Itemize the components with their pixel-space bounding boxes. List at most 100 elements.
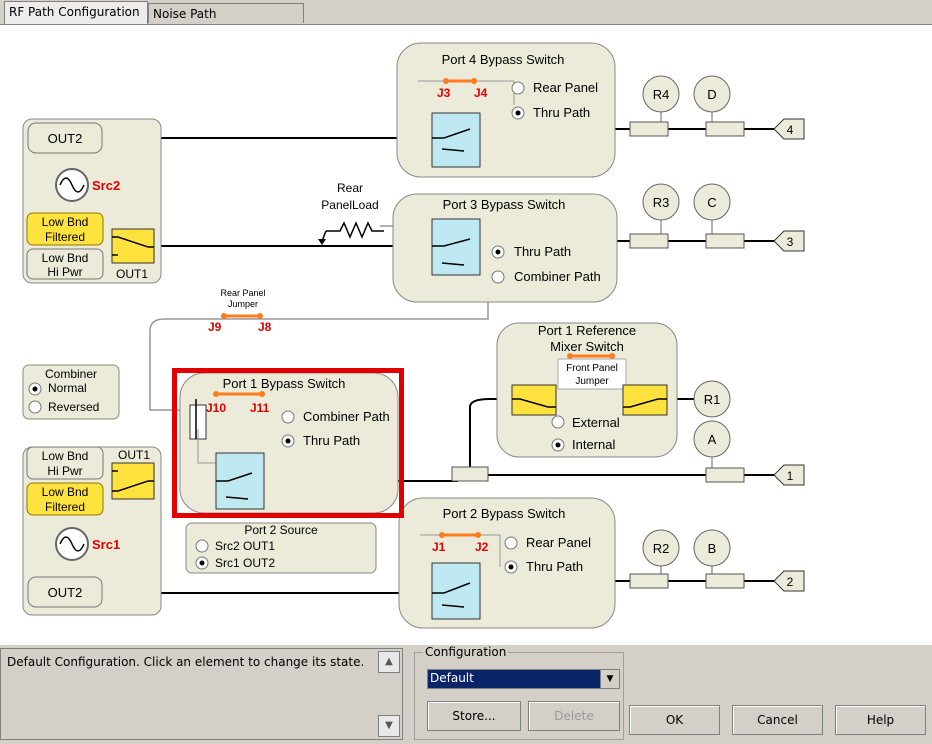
- port1-opt-thru-path: Thru Path: [303, 433, 360, 448]
- combiner-reversed-label: Reversed: [48, 400, 99, 414]
- port-4-connector[interactable]: 4: [773, 118, 805, 140]
- port3-bypass-switch[interactable]: Port 3 Bypass Switch Thru Path Combiner …: [392, 193, 618, 303]
- scroll-up-button[interactable]: ▲: [378, 651, 400, 673]
- store-button[interactable]: Store...: [427, 701, 521, 731]
- receivers: R4 D R3 C R1 A R2 B: [642, 75, 731, 574]
- delete-button[interactable]: Delete: [528, 701, 620, 731]
- port4-title: Port 4 Bypass Switch: [442, 52, 565, 67]
- port1-j10: J10: [206, 401, 226, 415]
- receiver-c-label: C: [707, 195, 716, 210]
- tab-bar: RF Path Configuration Noise Path Configu…: [0, 0, 932, 41]
- src2-out1-label: OUT1: [116, 267, 148, 281]
- port1-opt-combiner-path: Combiner Path: [303, 409, 390, 424]
- port-1-label: 1: [787, 469, 794, 483]
- receiver-a[interactable]: A: [693, 420, 731, 458]
- src2-out2-port[interactable]: [27, 122, 103, 154]
- ok-button[interactable]: OK: [629, 705, 720, 735]
- chevron-down-icon[interactable]: ▼: [600, 670, 619, 688]
- configuration-selected-value: Default: [430, 671, 474, 685]
- port1ref-title-line2: Mixer Switch: [550, 339, 624, 354]
- src2-out2-label: OUT2: [48, 131, 83, 146]
- scroll-down-button[interactable]: ▼: [378, 715, 400, 737]
- receiver-r2-label: R2: [653, 541, 670, 556]
- port2-source-src2-out1-radio[interactable]: [195, 539, 209, 553]
- receiver-r2[interactable]: R2: [642, 529, 680, 567]
- port4-j3: J3: [437, 86, 451, 100]
- receiver-c[interactable]: C: [693, 183, 731, 221]
- receiver-r4[interactable]: R4: [642, 75, 680, 113]
- port4-rear-panel-radio[interactable]: [511, 81, 525, 95]
- src2-out1-switch[interactable]: [111, 228, 155, 264]
- highlight-box: [172, 368, 404, 518]
- port-1-connector[interactable]: 1: [773, 464, 805, 486]
- combiner-normal-radio[interactable]: [28, 382, 42, 396]
- port-4-label: 4: [787, 123, 794, 137]
- src1-lbf-line2: Filtered: [45, 500, 85, 514]
- src1-name: Src1: [92, 537, 120, 552]
- src2-lbh-line2: Hi Pwr: [47, 265, 82, 279]
- port2-j1: J1: [432, 540, 446, 554]
- cancel-button[interactable]: Cancel: [732, 705, 823, 735]
- receiver-b[interactable]: B: [693, 529, 731, 567]
- port1-title: Port 1 Bypass Switch: [223, 376, 346, 391]
- port1-j11: J11: [250, 401, 270, 415]
- port1ref-external-radio[interactable]: [551, 415, 565, 429]
- configuration-select[interactable]: Default ▼: [427, 669, 620, 689]
- src2-low-band-hi-pwr[interactable]: [26, 248, 104, 280]
- tab-noise-path-configuration[interactable]: Noise Path Configuration: [148, 3, 304, 41]
- port2-source-title: Port 2 Source: [244, 523, 318, 537]
- rear-load-line1: Rear: [337, 181, 363, 195]
- port2-opt-rear-panel: Rear Panel: [526, 535, 591, 550]
- status-panel: Default Configuration. Click an element …: [0, 648, 403, 740]
- rear-panel-load[interactable]: Rear PanelLoad: [318, 181, 384, 245]
- configuration-legend: Configuration: [423, 645, 509, 659]
- rf-path-diagram: OUT2 Src2 Low Bnd Filtered Low Bnd Hi Pw…: [22, 42, 805, 629]
- receiver-d-label: D: [707, 87, 716, 102]
- port-3-connector[interactable]: 3: [773, 230, 805, 252]
- help-button[interactable]: Help: [835, 705, 926, 735]
- src1-low-band-hi-pwr[interactable]: [26, 446, 104, 480]
- port4-thru-path-radio[interactable]: [511, 106, 525, 120]
- rear-panel-jumper[interactable]: Rear Panel Jumper J9 J8: [208, 288, 272, 334]
- port2-rear-panel-radio[interactable]: [504, 536, 518, 550]
- receiver-d[interactable]: D: [693, 75, 731, 113]
- port1-bypass-switch[interactable]: Port 1 Bypass Switch J10 J11 Combiner Pa…: [179, 372, 399, 514]
- receiver-a-label: A: [708, 432, 717, 447]
- receiver-r3[interactable]: R3: [642, 183, 680, 221]
- port2-source-opt1: Src2 OUT1: [215, 539, 275, 553]
- status-scrollbar[interactable]: ▲ ▼: [378, 651, 400, 737]
- port1ref-opt-internal: Internal: [572, 437, 615, 452]
- port4-opt-thru-path: Thru Path: [533, 105, 590, 120]
- tab-rf-path-configuration[interactable]: RF Path Configuration: [4, 1, 148, 25]
- sine-icon: [55, 168, 89, 202]
- port-2-label: 2: [787, 575, 794, 589]
- src1-lbh-line1: Low Bnd: [42, 449, 89, 463]
- port4-bypass-switch[interactable]: Port 4 Bypass Switch J3 J4 Rear Panel Th…: [396, 42, 616, 178]
- src1-lbf-line1: Low Bnd: [42, 485, 89, 499]
- receiver-b-label: B: [708, 541, 717, 556]
- port4-opt-rear-panel: Rear Panel: [533, 80, 598, 95]
- port2-j2: J2: [475, 540, 489, 554]
- port3-opt-combiner-path: Combiner Path: [514, 269, 601, 284]
- port-2-connector[interactable]: 2: [773, 570, 805, 592]
- port1ref-title-line1: Port 1 Reference: [538, 323, 636, 338]
- receiver-r4-label: R4: [653, 87, 670, 102]
- src2-lbf-line1: Low Bnd: [42, 215, 89, 229]
- port2-title: Port 2 Bypass Switch: [443, 506, 566, 521]
- port3-combiner-path-radio[interactable]: [491, 270, 505, 284]
- combiner-reversed-radio[interactable]: [28, 400, 42, 414]
- port1-reference-mixer-switch[interactable]: Port 1 Reference Mixer Switch Front Pane…: [496, 322, 678, 458]
- port3-thru-path-radio[interactable]: [491, 245, 505, 259]
- port2-thru-path-radio[interactable]: [504, 560, 518, 574]
- port2-source-src1-out2-radio[interactable]: [195, 556, 209, 570]
- port1ref-internal-radio[interactable]: [551, 438, 565, 452]
- combiner-normal-label: Normal: [48, 381, 87, 395]
- rear-jumper-line1: Rear Panel: [220, 288, 265, 298]
- src2-low-band-filtered[interactable]: [26, 212, 104, 246]
- receiver-r1[interactable]: R1: [693, 380, 731, 418]
- port1ref-jumper-line2: Jumper: [575, 376, 609, 387]
- src1-low-band-filtered[interactable]: [26, 482, 104, 516]
- src1-out2-port[interactable]: [27, 576, 103, 608]
- port2-bypass-switch[interactable]: Port 2 Bypass Switch J1 J2 Rear Panel Th…: [398, 497, 616, 629]
- port2-source-group: Port 2 Source Src2 OUT1 Src1 OUT2: [185, 522, 377, 574]
